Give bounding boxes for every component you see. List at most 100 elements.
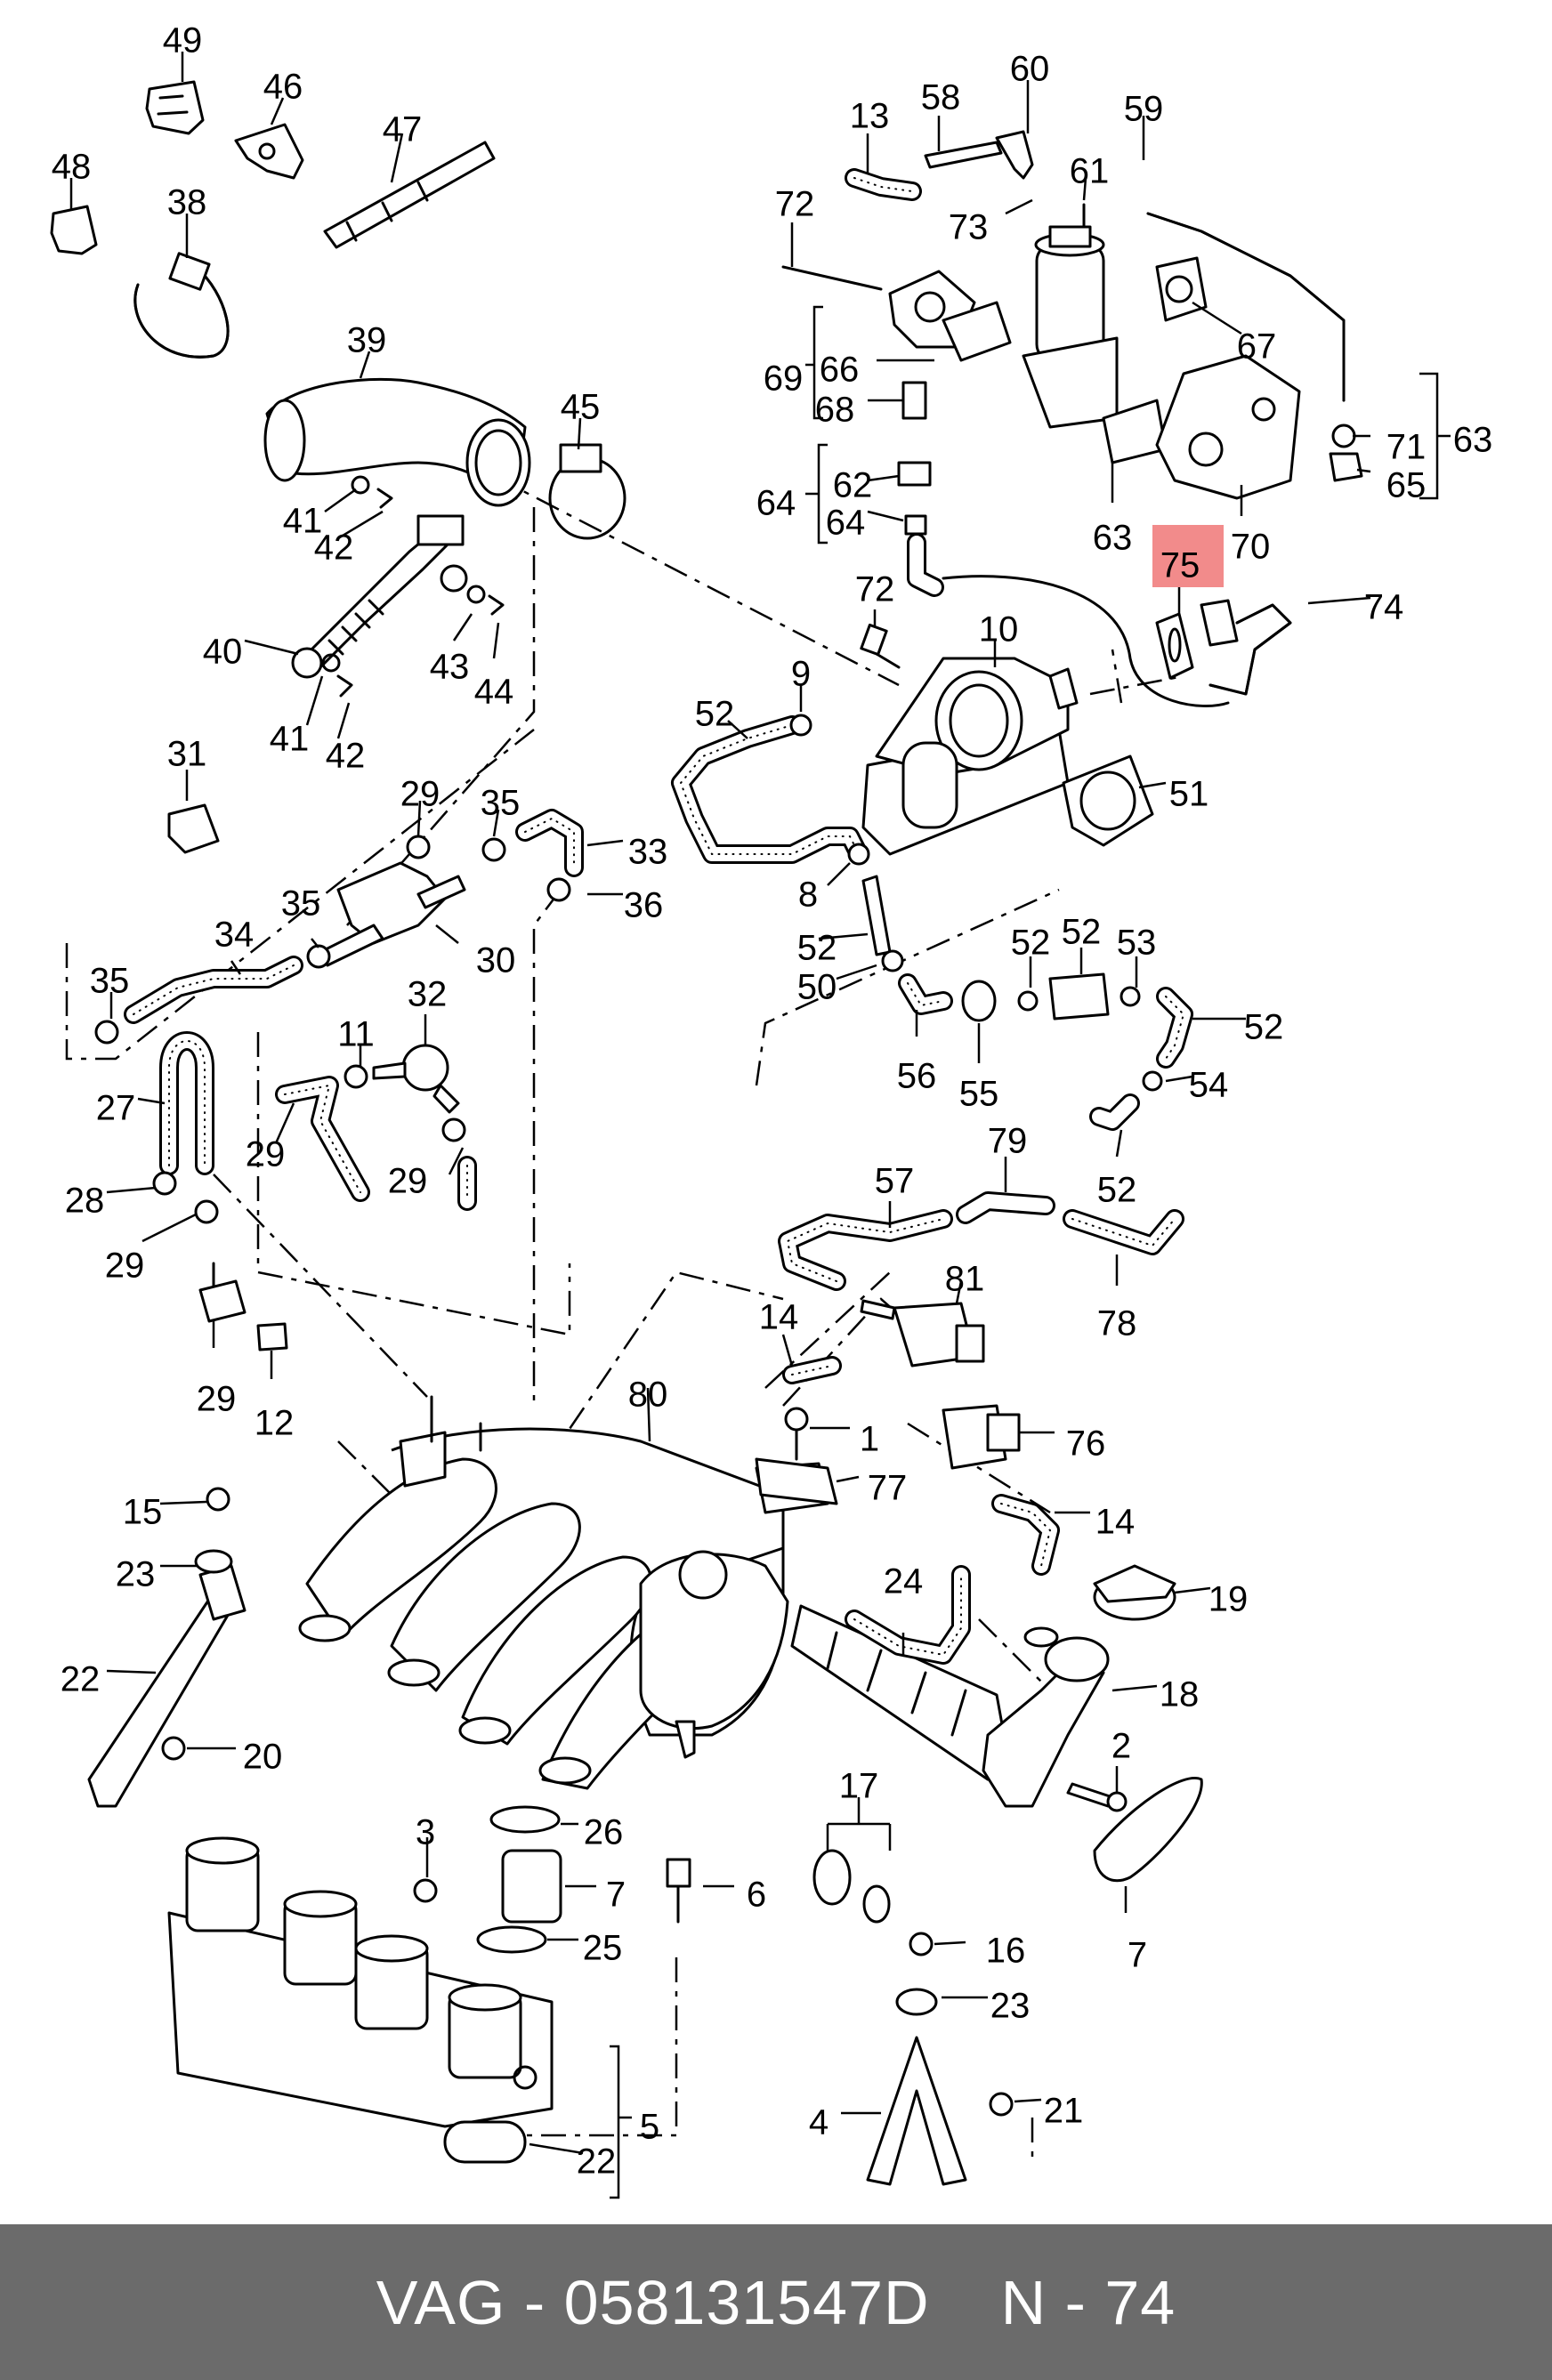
part-label-65: 65 bbox=[1386, 466, 1427, 505]
clip-49 bbox=[145, 80, 205, 135]
part-label-77: 77 bbox=[868, 1469, 908, 1508]
resonator-tube-2 bbox=[790, 1604, 1110, 1808]
hoses-79-80-81 bbox=[778, 1191, 1184, 1291]
part-label-42: 42 bbox=[314, 528, 354, 568]
part-label-80: 80 bbox=[628, 1376, 668, 1415]
part-label-78: 78 bbox=[1097, 1304, 1137, 1343]
exploded-parts-diagram: 4946474838394541424043444142312935333630… bbox=[50, 21, 1492, 2199]
part-label-29: 29 bbox=[197, 1380, 237, 1419]
part-label-48: 48 bbox=[52, 148, 92, 187]
part-label-68: 68 bbox=[815, 391, 855, 430]
part-label-75: 75 bbox=[1160, 546, 1200, 585]
part-label-16: 16 bbox=[986, 1932, 1026, 1971]
valve-53-54 bbox=[961, 972, 1163, 1092]
part-label-57: 57 bbox=[875, 1162, 915, 1201]
hose-32 bbox=[275, 1076, 370, 1202]
part-label-40: 40 bbox=[203, 633, 243, 672]
part-label-64: 64 bbox=[756, 484, 796, 523]
diagram-position: N - 74 bbox=[1000, 2267, 1176, 2337]
part-label-25: 25 bbox=[583, 1929, 623, 1968]
part-label-29: 29 bbox=[400, 775, 441, 814]
part-label-8: 8 bbox=[798, 875, 818, 915]
part-label-59: 59 bbox=[1124, 90, 1164, 129]
part-label-71: 71 bbox=[1386, 428, 1427, 467]
part-label-49: 49 bbox=[163, 21, 203, 61]
part-label-36: 36 bbox=[624, 886, 664, 925]
bolts-17-24 bbox=[1066, 1782, 1128, 1812]
support-21 bbox=[866, 1932, 1014, 2186]
gasket-74 bbox=[1155, 599, 1292, 696]
part-label-35: 35 bbox=[281, 884, 321, 924]
part-label-76: 76 bbox=[1066, 1424, 1106, 1464]
intake-manifold-1 bbox=[298, 1395, 829, 1790]
part-label-14: 14 bbox=[1095, 1503, 1136, 1542]
part-label-43: 43 bbox=[430, 648, 470, 687]
part-label-15: 15 bbox=[123, 1493, 163, 1532]
part-label-41: 41 bbox=[270, 720, 310, 759]
part-label-21: 21 bbox=[1044, 2092, 1084, 2131]
hose-33 bbox=[515, 809, 584, 877]
bracket-76 bbox=[755, 1407, 838, 1505]
part-label-79: 79 bbox=[988, 1122, 1028, 1161]
support-20 bbox=[87, 1487, 247, 1808]
part-label-20: 20 bbox=[243, 1738, 283, 1777]
part-label-38: 38 bbox=[167, 183, 207, 222]
highlight-box-74 bbox=[1152, 525, 1224, 587]
part-label-6: 6 bbox=[747, 1876, 766, 1915]
brand-label: VAG bbox=[376, 2267, 506, 2337]
pipe-60-59 bbox=[924, 130, 1034, 180]
bolt-67-nut-64-63 bbox=[897, 381, 944, 597]
part-label-13: 13 bbox=[850, 97, 890, 136]
o-rings-3 bbox=[812, 1849, 891, 1924]
part-label-73: 73 bbox=[949, 208, 989, 247]
pipe-50 bbox=[789, 714, 904, 972]
part-label-23: 23 bbox=[116, 1555, 156, 1594]
footer-caption: VAG - 058131547D N - 74 bbox=[376, 2267, 1176, 2338]
part-number: 058131547D bbox=[563, 2267, 930, 2337]
part-label-34: 34 bbox=[214, 916, 255, 955]
hose-58 bbox=[845, 168, 922, 201]
part-label-50: 50 bbox=[797, 968, 837, 1007]
leader-lines bbox=[69, 52, 1451, 2199]
flange-66-68 bbox=[781, 265, 1012, 362]
throttle-body-9 bbox=[861, 657, 1079, 856]
part-label-23: 23 bbox=[990, 1987, 1031, 2026]
part-label-47: 47 bbox=[383, 110, 423, 149]
cap-31 bbox=[167, 803, 220, 854]
clip-48 bbox=[50, 205, 98, 255]
air-duct-16 bbox=[1093, 1777, 1203, 1883]
part-label-4: 4 bbox=[809, 2103, 829, 2142]
egr-valve-69 bbox=[1022, 203, 1119, 429]
part-label-69: 69 bbox=[764, 359, 804, 399]
gasket-71 bbox=[1155, 256, 1208, 322]
sensor-14-lower bbox=[942, 1404, 1021, 1470]
part-label-22: 22 bbox=[577, 2142, 617, 2182]
part-label-41: 41 bbox=[283, 502, 323, 541]
part-label-29: 29 bbox=[246, 1135, 286, 1174]
part-label-62: 62 bbox=[833, 466, 873, 505]
part-label-35: 35 bbox=[90, 962, 130, 1001]
bracket-75 bbox=[1155, 354, 1301, 500]
part-label-17: 17 bbox=[839, 1767, 879, 1806]
footer-separator: - bbox=[523, 2267, 546, 2337]
bracket-46 bbox=[234, 123, 304, 180]
sensor-12-13 bbox=[198, 1262, 288, 1351]
part-label-81: 81 bbox=[945, 1260, 985, 1299]
footer-bar: VAG - 058131547D N - 74 bbox=[0, 2224, 1552, 2380]
part-label-10: 10 bbox=[979, 610, 1019, 649]
part-label-67: 67 bbox=[1237, 327, 1277, 367]
part-label-7: 7 bbox=[606, 1876, 626, 1915]
part-label-26: 26 bbox=[584, 1813, 624, 1852]
clamp-band-38 bbox=[133, 252, 230, 359]
o-rings-41-42-43 bbox=[321, 475, 505, 698]
strip-47 bbox=[323, 141, 496, 249]
part-label-74: 74 bbox=[1364, 588, 1404, 627]
part-label-42: 42 bbox=[326, 737, 366, 776]
hose-51 bbox=[671, 715, 869, 864]
part-label-28: 28 bbox=[65, 1182, 105, 1221]
part-label-30: 30 bbox=[476, 941, 516, 980]
part-label-72: 72 bbox=[775, 185, 815, 224]
part-label-61: 61 bbox=[1070, 152, 1110, 191]
small-clamps-29-35-36 bbox=[94, 835, 571, 1224]
u-hose-27 bbox=[159, 1031, 214, 1175]
